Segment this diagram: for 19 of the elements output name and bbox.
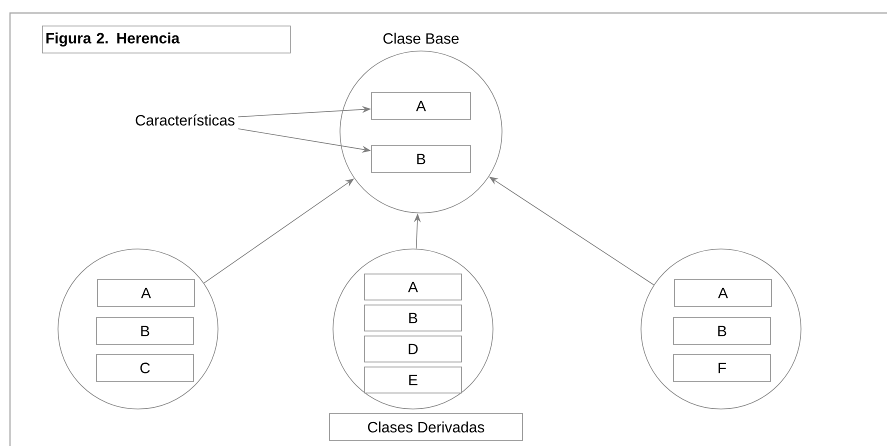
member-box: A bbox=[97, 279, 195, 307]
member-box: A bbox=[674, 279, 772, 307]
feature-label: Características bbox=[136, 114, 234, 126]
class-circle bbox=[640, 248, 802, 410]
member-box: A bbox=[364, 274, 462, 300]
member-box: B bbox=[673, 317, 771, 345]
member-box: B bbox=[371, 145, 471, 173]
member-box: C bbox=[96, 354, 194, 382]
caption-box: Clases Derivadas bbox=[329, 413, 523, 441]
member-box: A bbox=[371, 92, 471, 120]
member-box: E bbox=[364, 366, 462, 394]
member-box: D bbox=[364, 336, 462, 362]
class-circle bbox=[332, 248, 494, 410]
member-box: B bbox=[96, 317, 194, 345]
class-title: Clase Base bbox=[383, 32, 459, 44]
title-box: Figura 2. Herencia bbox=[42, 26, 291, 54]
member-box: F bbox=[673, 354, 771, 382]
class-circle bbox=[58, 248, 218, 410]
member-box: B bbox=[364, 304, 462, 332]
